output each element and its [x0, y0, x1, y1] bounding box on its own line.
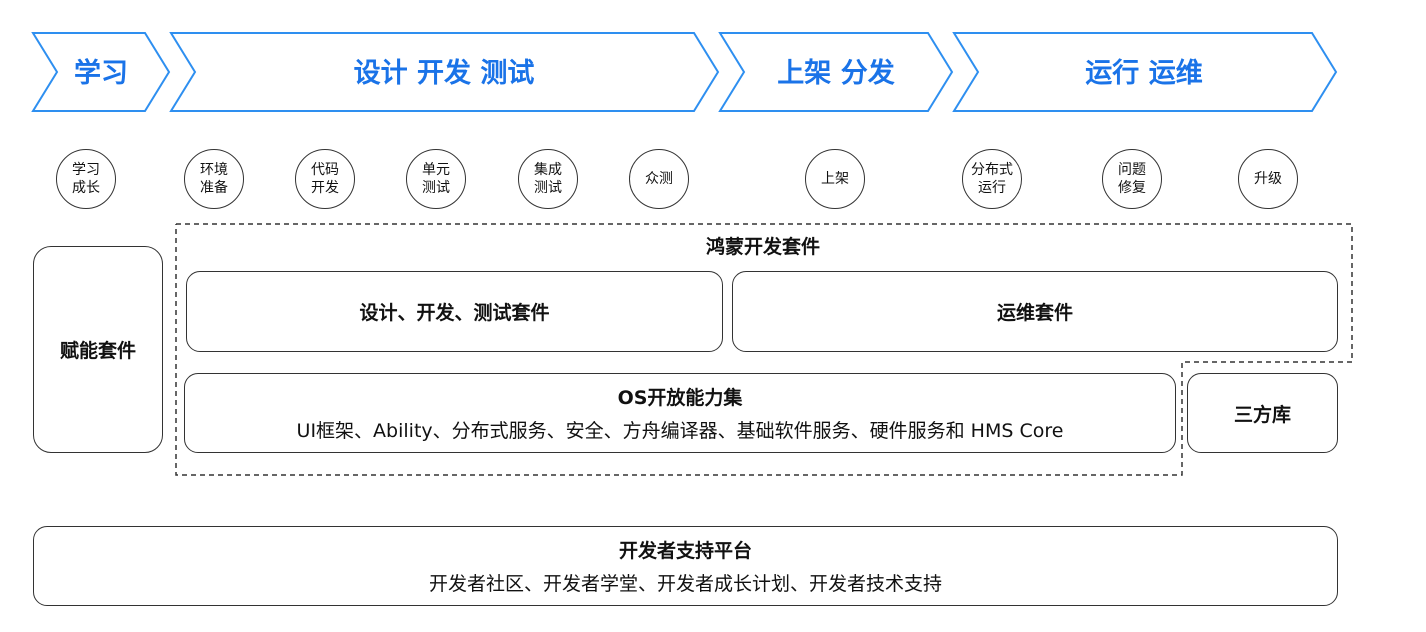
third-party-libs-box: 三方库	[1187, 373, 1338, 453]
empower-kit-box: 赋能套件	[33, 246, 163, 453]
step-learn-grow: 学习成长	[56, 149, 116, 209]
dev-support-platform-list: 开发者社区、开发者学堂、开发者成长计划、开发者技术支持	[428, 573, 942, 595]
third-party-libs-title: 三方库	[1233, 403, 1291, 426]
stage-chevron-release	[718, 32, 954, 112]
step-issue-fix: 问题修复	[1102, 149, 1162, 209]
dev-support-platform-box: 开发者支持平台 开发者社区、开发者学堂、开发者成长计划、开发者技术支持	[33, 526, 1338, 606]
ops-kit-box: 运维套件	[732, 271, 1338, 352]
dev-support-platform-title: 开发者支持平台	[618, 540, 752, 562]
stage-label-design: 设计 开发 测试	[354, 57, 535, 89]
stage-chevron-learn	[31, 32, 171, 112]
os-capabilities-list: UI框架、Ability、分布式服务、安全、方舟编译器、基础软件服务、硬件服务和…	[296, 420, 1064, 442]
harmony-kit-title: 鸿蒙开发套件	[705, 236, 820, 258]
step-unit-test: 单元测试	[406, 149, 466, 209]
stage-label-operate: 运行 运维	[1085, 57, 1202, 89]
stage-label-release: 上架 分发	[777, 57, 894, 89]
step-env-prep: 环境准备	[184, 149, 244, 209]
step-listing: 上架	[805, 149, 865, 209]
step-upgrade: 升级	[1238, 149, 1298, 209]
stage-label-learn: 学习	[74, 57, 128, 89]
os-capabilities-title: OS开放能力集	[617, 387, 743, 409]
design-dev-test-kit-title: 设计、开发、测试套件	[359, 302, 550, 324]
step-code-dev: 代码开发	[295, 149, 355, 209]
lifecycle-chevrons: 学习 设计 开发 测试 上架 分发 运行 运维	[31, 32, 1338, 112]
design-dev-test-kit-box: 设计、开发、测试套件	[186, 271, 723, 352]
os-capabilities-box: OS开放能力集 UI框架、Ability、分布式服务、安全、方舟编译器、基础软件…	[184, 373, 1176, 453]
stage-chevron-operate	[952, 32, 1338, 112]
step-crowd-test: 众测	[629, 149, 689, 209]
stage-chevron-design	[169, 32, 720, 112]
step-integration-test: 集成测试	[518, 149, 578, 209]
ops-kit-title: 运维套件	[996, 302, 1073, 324]
empower-kit-title: 赋能套件	[59, 340, 136, 362]
step-distributed-run: 分布式运行	[962, 149, 1022, 209]
